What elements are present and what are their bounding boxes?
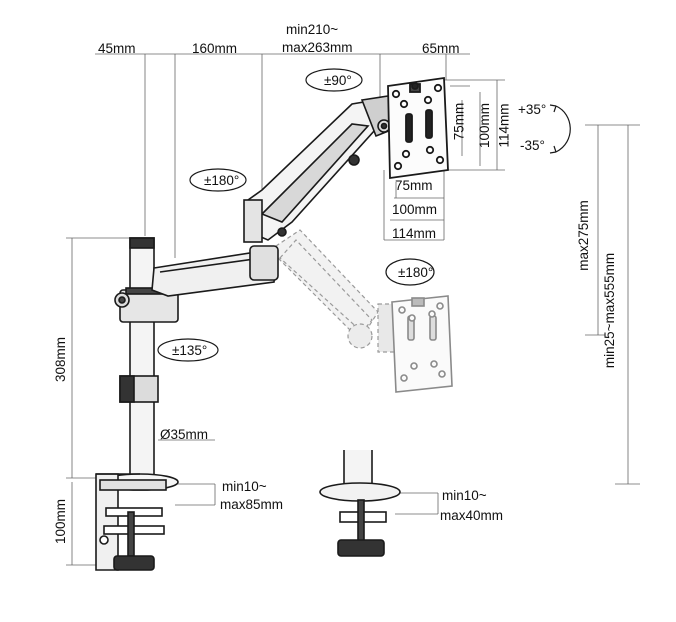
clamp-range-min-label: min10~ xyxy=(222,479,267,494)
ghost-vesa-plate xyxy=(391,295,453,393)
panel-rotate-label: ±180° xyxy=(398,265,434,280)
height-range-label: min25~max555mm xyxy=(602,252,618,369)
arm-1-length-label: 160mm xyxy=(192,41,238,56)
grommet-mount xyxy=(319,450,401,557)
pole-diameter-label: Ø35mm xyxy=(160,427,209,442)
upper-arm xyxy=(243,95,397,243)
vesa-75-label: 75mm xyxy=(395,178,433,193)
rotation-indicators xyxy=(157,68,571,362)
vesa-plate xyxy=(387,76,449,180)
pole xyxy=(119,237,159,477)
vesa-114-vertical-label: 114mm xyxy=(496,103,512,148)
vesa-100-vertical-label: 100mm xyxy=(477,102,493,149)
height-adjust-label: max275mm xyxy=(575,200,591,271)
dimension-lines xyxy=(66,53,640,566)
grommet-range-min-label: min10~ xyxy=(442,488,487,503)
tilt-down-label: -35° xyxy=(520,138,545,153)
lower-arm xyxy=(114,245,279,323)
desk-clamp xyxy=(95,473,179,571)
base-swivel-label: ±135° xyxy=(172,343,208,358)
head-depth-label: 65mm xyxy=(422,41,460,56)
vesa-114-label: 114mm xyxy=(392,226,437,241)
arm-swivel-label: ±180° xyxy=(204,173,240,188)
arm-2-max-label: max263mm xyxy=(282,40,353,55)
clamp-range-max-label: max85mm xyxy=(220,497,284,512)
pole-height-label: 308mm xyxy=(53,336,69,383)
arm-2-min-label: min210~ xyxy=(286,22,339,37)
tilt-up-label: +35° xyxy=(518,102,547,117)
head-swivel-label: ±90° xyxy=(324,73,352,88)
vesa-75-vertical-label: 75mm xyxy=(451,102,467,141)
base-offset-label: 45mm xyxy=(98,41,136,56)
grommet-range-max-label: max40mm xyxy=(440,508,504,523)
clamp-height-label: 100mm xyxy=(53,498,69,545)
ghost-arm xyxy=(269,229,405,353)
vesa-100-label: 100mm xyxy=(392,202,438,217)
